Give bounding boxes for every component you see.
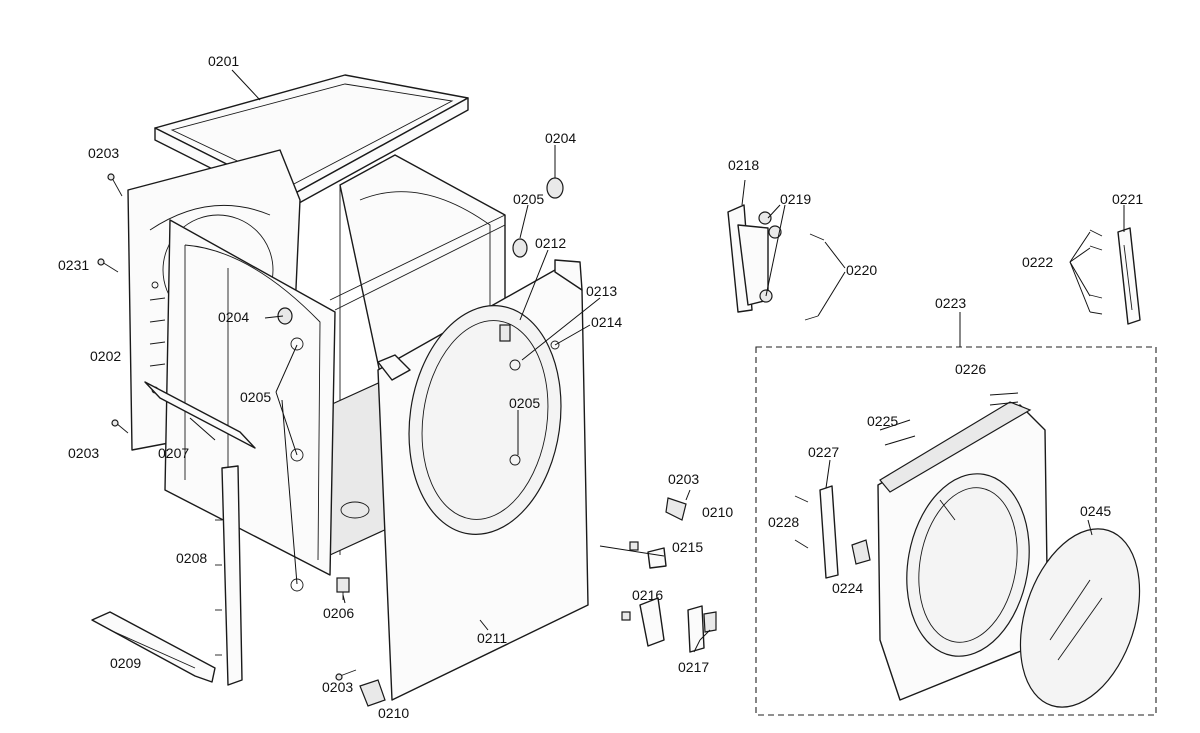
screw-icon [335, 669, 357, 681]
label-0223: 0223 [935, 295, 966, 311]
label-0206: 0206 [323, 605, 354, 621]
screw-icon [97, 258, 119, 273]
bracket-icon [359, 497, 687, 707]
label-0207: 0207 [158, 445, 189, 461]
label-0214: 0214 [591, 314, 622, 330]
label-0205-left: 0205 [240, 389, 271, 405]
label-0218: 0218 [728, 157, 759, 173]
leader-lines [189, 69, 1125, 653]
label-0210-bottom: 0210 [378, 705, 409, 721]
label-0203-left: 0203 [68, 445, 99, 461]
label-0216: 0216 [632, 587, 663, 603]
label-0225: 0225 [867, 413, 898, 429]
label-0211: 0211 [477, 630, 507, 646]
foot-icon [336, 577, 350, 600]
label-0205-top: 0205 [513, 191, 544, 207]
label-0209: 0209 [110, 655, 141, 671]
door-lock-part [1117, 227, 1141, 325]
screw-icon [794, 495, 809, 549]
label-0245: 0245 [1080, 503, 1111, 519]
label-0212: 0212 [535, 235, 566, 251]
part-labels: 0201 0203 0231 0202 0203 0207 0204 0205 … [58, 53, 1143, 721]
label-0203-mid: 0203 [668, 471, 699, 487]
label-0221: 0221 [1112, 191, 1143, 207]
screw-icon [111, 419, 129, 434]
label-0222: 0222 [1022, 254, 1053, 270]
label-0228: 0228 [768, 514, 799, 530]
label-0217: 0217 [678, 659, 709, 675]
handle-strip-part [819, 485, 871, 579]
label-0208: 0208 [176, 550, 207, 566]
label-0226: 0226 [955, 361, 986, 377]
label-0205-right: 0205 [509, 395, 540, 411]
label-0220: 0220 [846, 262, 877, 278]
label-0231: 0231 [58, 257, 89, 273]
screw-icon [1089, 229, 1103, 315]
label-0204-left: 0204 [218, 309, 249, 325]
label-0203-bottom: 0203 [322, 679, 353, 695]
door-glass-part [1019, 528, 1141, 708]
front-panel-part [377, 259, 589, 701]
label-0215: 0215 [672, 539, 703, 555]
screw-icon [804, 233, 825, 321]
hinge-part [727, 204, 782, 313]
label-0210-mid: 0210 [702, 504, 733, 520]
label-0203-top: 0203 [88, 145, 119, 161]
base-bracket-part [91, 611, 216, 683]
label-0202: 0202 [90, 348, 121, 364]
front-rail-part [144, 381, 256, 686]
label-0204-top: 0204 [545, 130, 576, 146]
label-0201: 0201 [208, 53, 239, 69]
label-0219: 0219 [780, 191, 811, 207]
label-0213: 0213 [586, 283, 617, 299]
label-0227: 0227 [808, 444, 839, 460]
label-0224: 0224 [832, 580, 863, 596]
screw-icon [107, 173, 123, 197]
door-frame-part [877, 401, 1049, 701]
door-assembly-frame [755, 346, 1157, 716]
